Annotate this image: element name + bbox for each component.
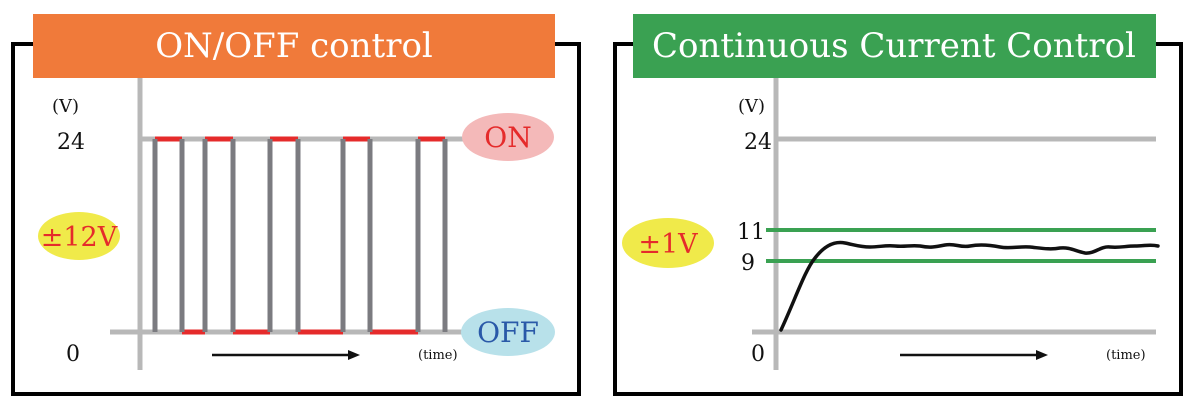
- right-unit-label: (V): [738, 96, 765, 117]
- left-y-high-label: 24: [57, 130, 85, 155]
- left-title: ON/OFF control: [155, 26, 433, 66]
- right-y-high-label: 24: [744, 130, 772, 155]
- current-response-curve: [779, 240, 1160, 332]
- left-time-label: (time): [418, 348, 458, 363]
- off-label: OFF: [477, 316, 539, 349]
- right-y-low-label: 0: [751, 342, 765, 367]
- right-title: Continuous Current Control: [652, 26, 1136, 66]
- right-tolerance-badge: [622, 218, 714, 268]
- left-time-arrowhead: [348, 350, 360, 360]
- pwm-signal: [152, 136, 448, 335]
- left-tolerance-label: ±12V: [41, 222, 118, 253]
- right-y-band-low-label: 9: [741, 251, 755, 276]
- on-label: ON: [484, 121, 531, 154]
- right-panel: Continuous Current Control (V) 24 11 9 0…: [613, 14, 1183, 396]
- right-panel-frame: [613, 42, 1183, 396]
- left-y-low-label: 0: [66, 342, 80, 367]
- left-tolerance-badge: [38, 212, 120, 260]
- right-title-banner: [633, 14, 1156, 78]
- right-time-label: (time): [1106, 348, 1146, 363]
- right-tolerance-label: ±1V: [638, 229, 698, 260]
- on-badge: [462, 113, 554, 161]
- right-y-band-high-label: 11: [737, 220, 765, 245]
- left-unit-label: (V): [52, 96, 79, 117]
- left-title-banner: [33, 14, 555, 78]
- right-time-arrowhead: [1036, 350, 1048, 360]
- left-panel: ON/OFF control (V) 24 0 ON OFF ±12V (tim…: [11, 14, 581, 396]
- off-badge: [461, 308, 555, 356]
